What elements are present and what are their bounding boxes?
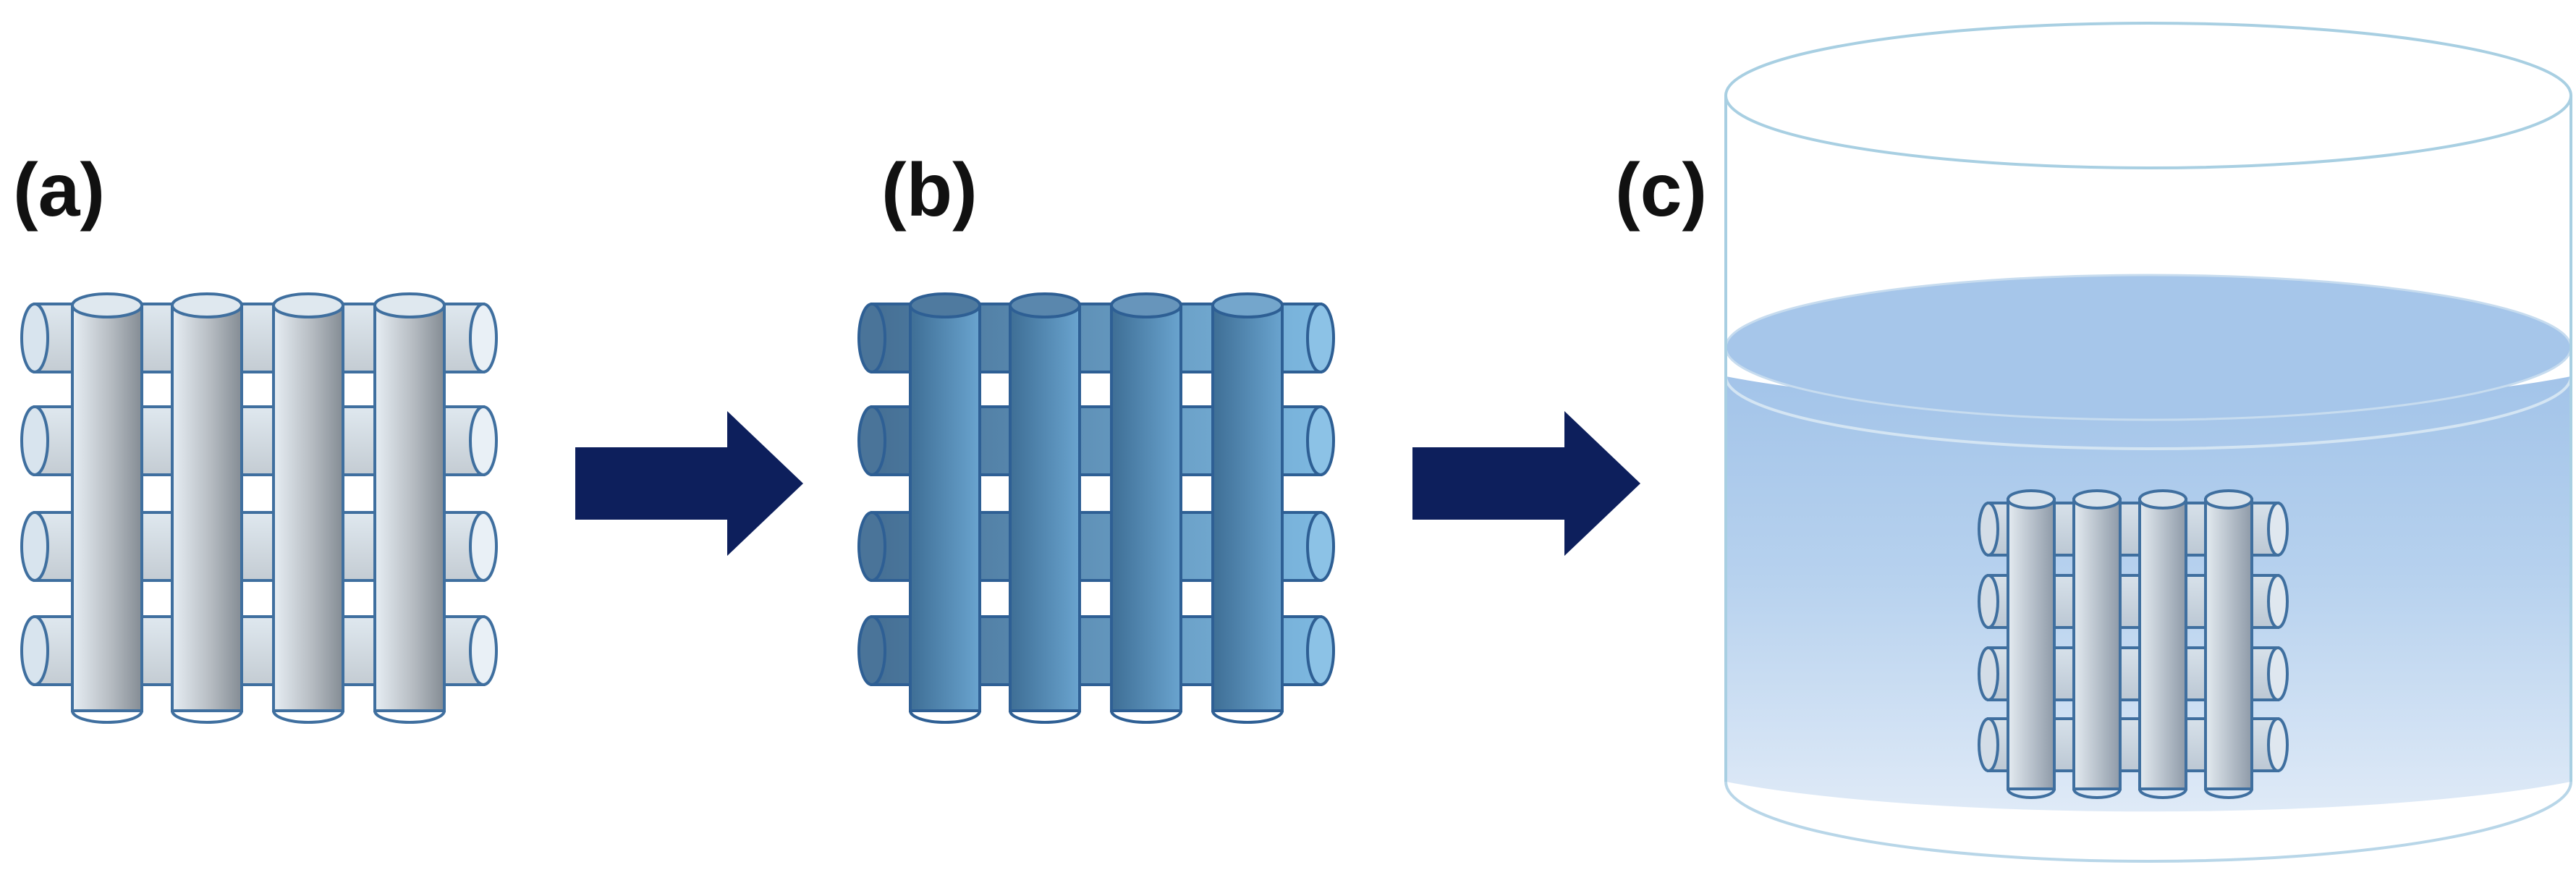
- liquid-surface: [1724, 274, 2572, 421]
- vertical-rod: [1110, 292, 1182, 724]
- vertical-rods: [2007, 489, 2253, 799]
- panel-label-b: (b): [881, 148, 978, 232]
- vertical-rod: [71, 292, 143, 724]
- panel-label-a: (a): [13, 148, 105, 232]
- vertical-rod: [1009, 292, 1081, 724]
- right-arrow-icon: [575, 411, 803, 556]
- vertical-rod: [373, 292, 446, 724]
- vertical-rod: [909, 292, 981, 724]
- vertical-rod: [171, 292, 243, 724]
- vertical-rod: [1211, 292, 1284, 724]
- vertical-rod: [272, 292, 344, 724]
- vertical-rods: [71, 292, 446, 724]
- scaffold-blue: [857, 292, 1335, 724]
- vertical-rods: [909, 292, 1284, 724]
- vertical-rod: [2072, 489, 2122, 799]
- scaffold-immersed: [1978, 489, 2289, 799]
- right-arrow-icon: [1412, 411, 1640, 556]
- vertical-rod: [2007, 489, 2056, 799]
- scaffold-gray: [20, 292, 498, 724]
- vertical-rod: [2204, 489, 2253, 799]
- panel-label-c: (c): [1615, 148, 1707, 232]
- beaker-rim: [1724, 22, 2572, 169]
- vertical-rod: [2138, 489, 2187, 799]
